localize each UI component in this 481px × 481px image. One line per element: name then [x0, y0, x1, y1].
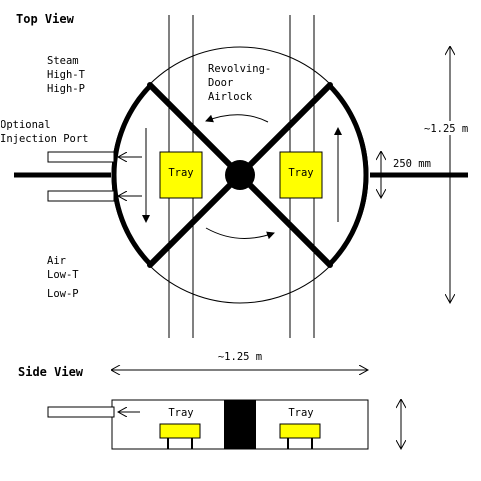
svg-text:Low-P: Low-P	[47, 288, 79, 300]
side-view-title: Side View	[18, 365, 84, 379]
svg-text:Injection Port: Injection Port	[0, 133, 89, 145]
injection-port-upper	[47, 151, 115, 163]
injection-arrows	[118, 157, 142, 196]
svg-text:Optional: Optional	[0, 119, 51, 131]
air-label: Air Low-T Low-P	[47, 255, 79, 300]
side-tray-right	[279, 423, 321, 439]
door-hub	[225, 160, 255, 190]
svg-text:Air: Air	[47, 255, 66, 267]
top-tray-right-label: Tray	[288, 167, 313, 179]
injection-port-lower	[47, 190, 115, 202]
steam-label: Steam High-T High-P	[47, 55, 86, 95]
airlock-wall-right	[327, 83, 369, 267]
svg-text:High-P: High-P	[47, 83, 85, 95]
svg-text:High-T: High-T	[47, 69, 86, 81]
svg-text:Steam: Steam	[47, 55, 79, 67]
side-tray-left-label: Tray	[168, 407, 193, 419]
side-door-block	[224, 400, 256, 449]
airlock-wall-left	[111, 83, 153, 267]
svg-text:Door: Door	[208, 77, 233, 89]
svg-text:Revolving-: Revolving-	[208, 63, 271, 75]
dim-vertical-label: ~1.25 m	[424, 123, 468, 135]
airlock-label: Revolving- Door Airlock	[208, 63, 271, 103]
rotation-arrow-top	[205, 114, 269, 123]
side-injection-port	[47, 406, 115, 418]
svg-text:Airlock: Airlock	[208, 91, 253, 103]
dim-horizontal-label: ~1.25 m	[218, 351, 262, 363]
dim-gap-label: 250 mm	[393, 158, 431, 170]
svg-text:Low-T: Low-T	[47, 269, 79, 281]
side-tray-right-label: Tray	[288, 407, 313, 419]
top-tray-right	[279, 151, 323, 199]
top-view-title: Top View	[16, 12, 75, 26]
top-tray-left-label: Tray	[168, 167, 193, 179]
side-tray-left	[159, 423, 201, 439]
injection-port-label: Optional Injection Port	[0, 119, 89, 145]
top-tray-left	[159, 151, 203, 199]
rotation-arrow-bottom	[205, 227, 275, 240]
